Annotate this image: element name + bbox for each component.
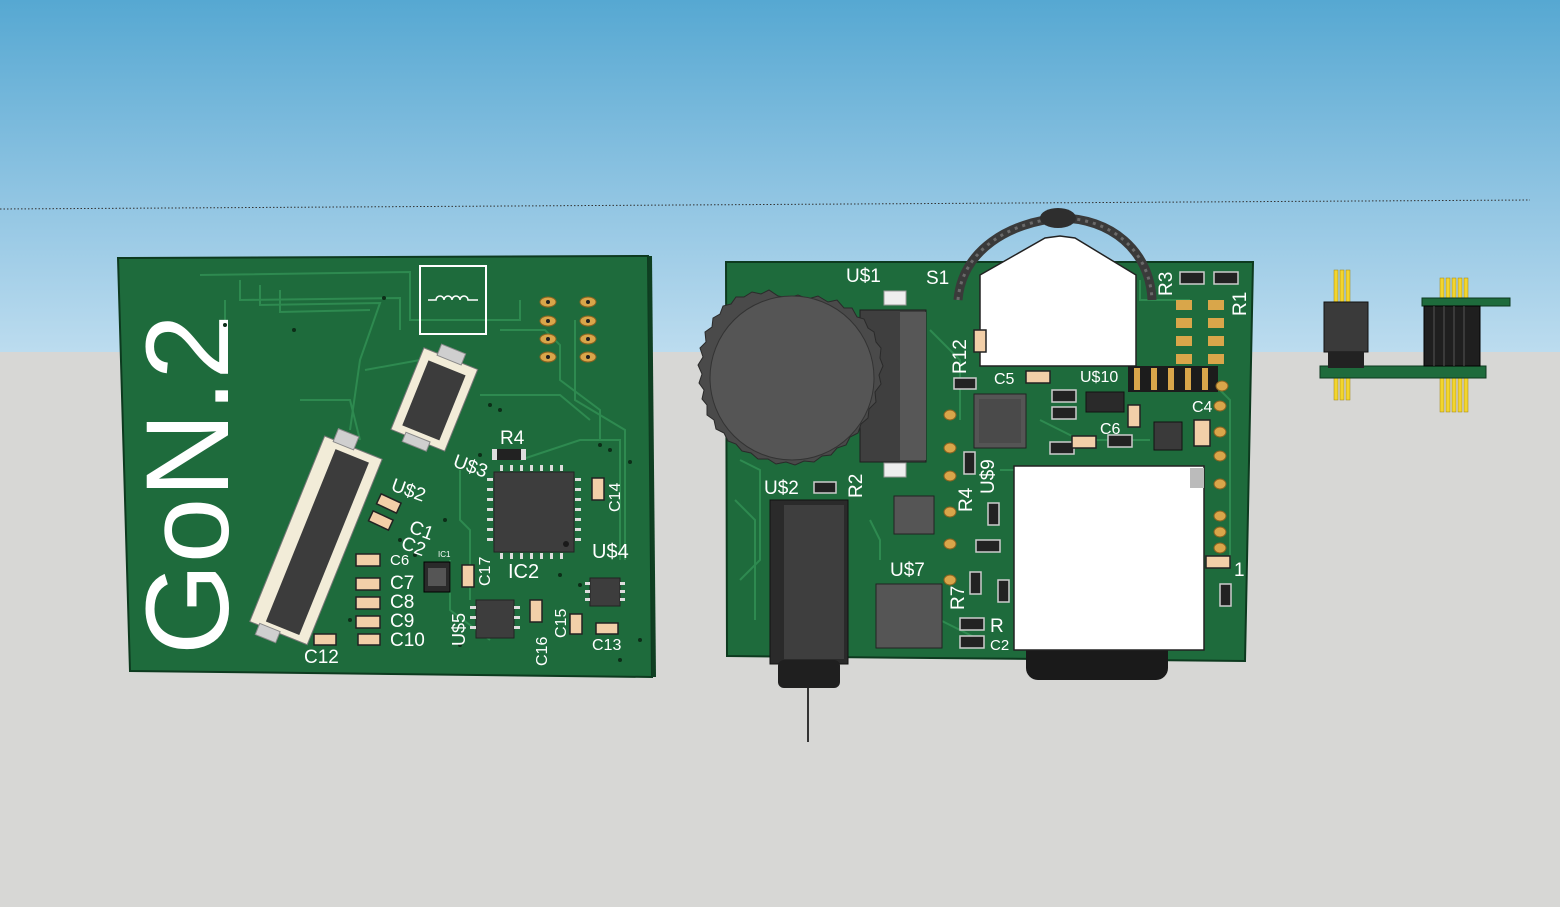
chip-ic1 (423, 561, 451, 593)
label-r4-center: R4 (956, 487, 977, 512)
label-c9: C9 (390, 611, 414, 632)
pin-header-top (883, 290, 907, 478)
chip-u7 (875, 583, 943, 649)
label-u10: U$10 (1080, 369, 1118, 386)
label-c6: C6 (390, 552, 409, 569)
vias-left (223, 296, 642, 662)
label-u2-center: U$2 (764, 478, 799, 499)
label-r4: R4 (500, 428, 525, 449)
chip-u9 (973, 393, 1027, 449)
label-s1: S1 (926, 268, 949, 289)
board-left-title: GoN.2 (122, 314, 254, 655)
passives-center (813, 271, 1239, 649)
label-c8: C8 (390, 592, 414, 613)
audio-jack-u2[interactable] (769, 499, 849, 742)
pcb-left-edge (648, 256, 656, 677)
label-u5: U$5 (449, 613, 469, 646)
label-ic2: IC2 (508, 561, 539, 583)
label-u9: U$9 (978, 459, 999, 494)
label-ic1: IC1 (438, 550, 451, 559)
chip-c4-side (1153, 421, 1183, 451)
resistor-array (1176, 300, 1224, 364)
label-r2: R2 (846, 474, 867, 498)
label-c7: C7 (390, 573, 414, 594)
label-c17: C17 (477, 557, 494, 586)
sd-card-slot[interactable] (1013, 465, 1205, 680)
pin-header-u10 (1128, 366, 1218, 392)
label-c14: C14 (607, 483, 624, 512)
chip-u5 (470, 599, 520, 639)
label-r12: R12 (950, 339, 971, 374)
label-r: R (990, 616, 1004, 637)
label-c15: C15 (553, 609, 570, 638)
header-pads-left (539, 296, 597, 363)
label-u4: U$4 (592, 541, 629, 563)
label-c4: C4 (1192, 399, 1213, 416)
label-c16: C16 (534, 637, 551, 666)
chip-small-center (893, 495, 935, 535)
label-c12: C12 (304, 647, 339, 668)
label-c5: C5 (994, 371, 1015, 388)
side-connector-left-base (1328, 352, 1364, 368)
chip-u10 (1085, 391, 1125, 413)
side-connector-ribs (1433, 306, 1465, 366)
pads-right (943, 380, 1229, 586)
label-r7: R7 (948, 586, 969, 610)
label-c13: C13 (592, 637, 621, 654)
connector-u3[interactable] (388, 339, 481, 458)
label-u7: U$7 (890, 560, 925, 581)
chip-u4 (585, 577, 625, 607)
rotary-encoder-u1[interactable] (697, 289, 927, 466)
label-c10: C10 (390, 630, 425, 651)
label-r3: R3 (1156, 272, 1177, 296)
pcb-left-traces (199, 270, 626, 641)
side-pcb-top (1421, 297, 1511, 307)
label-c2-center: C2 (990, 637, 1009, 654)
side-pcb-bottom (1319, 365, 1487, 379)
chip-ic2 (487, 465, 581, 559)
pcb-center[interactable]: U$1 S1 R3 R1 R12 C5 U$10 C4 C6 U$2 R2 U$… (697, 208, 1255, 742)
side-connector-left (1323, 301, 1369, 353)
label-c6-center: C6 (1100, 421, 1121, 438)
battery-holder-s1[interactable] (953, 208, 1157, 367)
label-u1: U$1 (846, 266, 881, 287)
side-connector-right (1423, 305, 1481, 367)
resistor-r4 (492, 449, 526, 460)
pcb-side-view[interactable] (1319, 269, 1511, 413)
pcb-left[interactable]: GoN.2 (116, 254, 656, 679)
label-one: 1 (1234, 560, 1245, 581)
label-r1: R1 (1230, 292, 1251, 316)
capacitors-left (313, 477, 619, 646)
horizon-line (0, 199, 1531, 210)
connector-u2[interactable] (246, 425, 387, 654)
inductor-symbol (419, 265, 487, 335)
